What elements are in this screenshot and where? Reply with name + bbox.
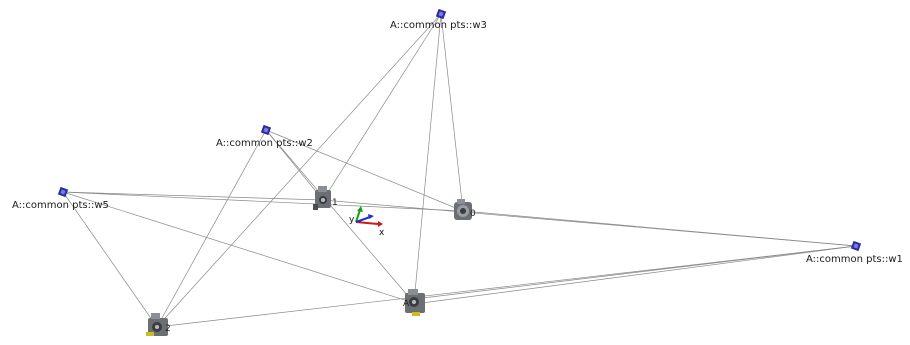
point-marker-w5[interactable]: [57, 186, 69, 198]
ray: [322, 13, 442, 201]
point-label-w2: A::common pts::w2: [216, 138, 313, 149]
y-axis-label: y: [349, 215, 355, 225]
ray: [413, 13, 442, 304]
ray: [62, 191, 415, 304]
ray: [265, 129, 464, 212]
point-marker-w1[interactable]: [850, 240, 862, 252]
ray: [462, 210, 857, 247]
point-label-w5: A::common pts::w5: [12, 200, 109, 211]
x-axis-label: x: [379, 228, 385, 238]
point-marker-w3[interactable]: [435, 8, 447, 20]
ray: [62, 191, 464, 212]
ray: [156, 129, 267, 328]
camera-label-a: A: [403, 299, 410, 309]
point-label-w3: A::common pts::w3: [390, 20, 487, 31]
point-label-w1: A::common pts::w1: [806, 254, 903, 265]
camera-1[interactable]: [313, 186, 331, 210]
camera-a[interactable]: [405, 289, 425, 316]
ray: [413, 245, 857, 305]
point-marker-w2[interactable]: [260, 124, 272, 136]
ray: [156, 245, 857, 328]
ray: [62, 191, 158, 328]
camera-label-2: 2: [165, 324, 171, 334]
camera-label-0: 0: [470, 209, 476, 219]
camera-label-1: 1: [332, 198, 338, 208]
x-axis-line: [355, 221, 379, 225]
ray: [62, 191, 324, 201]
camera-0[interactable]: [454, 199, 472, 220]
ray: [440, 13, 464, 212]
y-axis-line: [355, 209, 361, 223]
ray-lines: [62, 13, 857, 328]
z-axis-line: [355, 216, 371, 223]
camera-2[interactable]: [146, 313, 168, 336]
axes-triad: [355, 206, 383, 227]
ray: [265, 129, 324, 201]
ray: [265, 129, 415, 304]
